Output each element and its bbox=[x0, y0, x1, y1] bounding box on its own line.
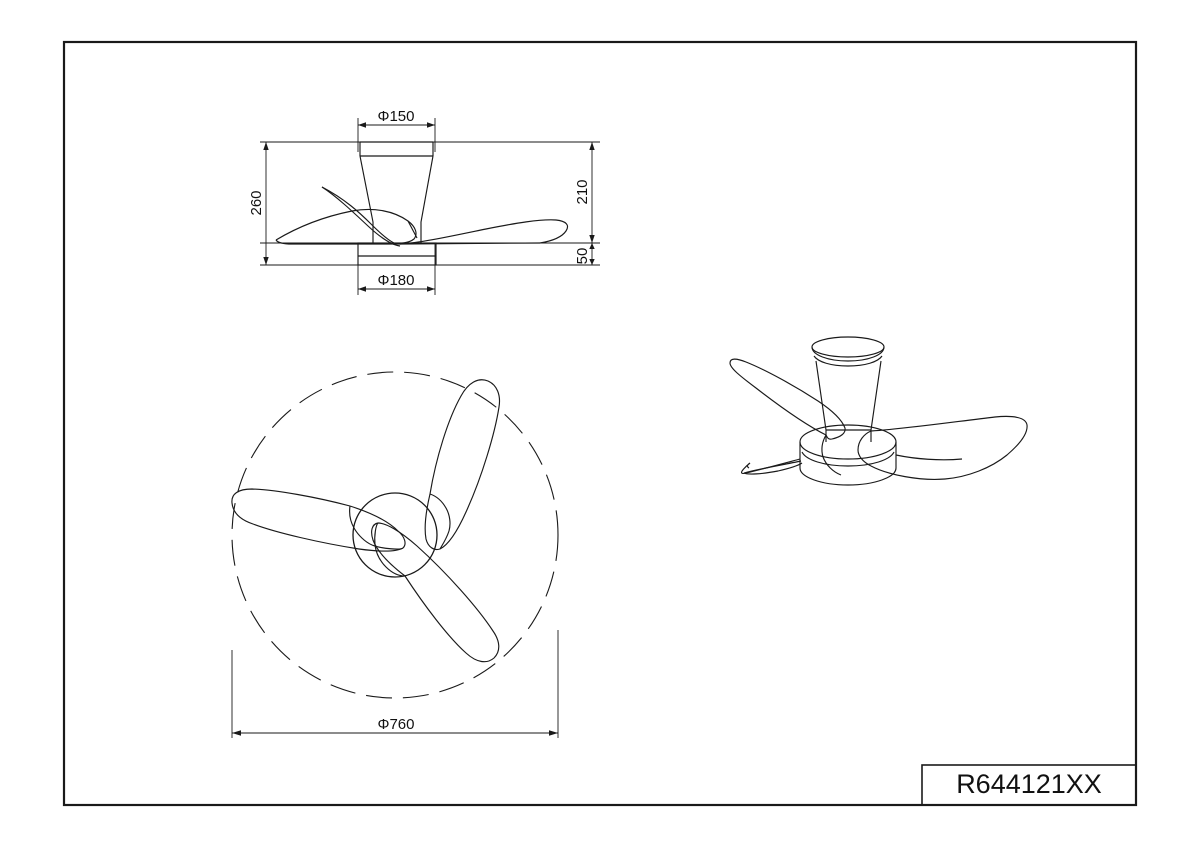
iso-motor-column bbox=[815, 360, 882, 442]
front-elevation-view: Φ150 Φ180 260 210 bbox=[248, 108, 600, 295]
title-block-box bbox=[921, 764, 1137, 806]
dim-overall-height: 260 bbox=[248, 142, 269, 265]
iso-blade-right bbox=[857, 415, 1028, 480]
dim-housing-height: 50 bbox=[574, 243, 595, 265]
title-block-part-number: R644121XX bbox=[956, 769, 1102, 799]
iso-blade-lower-left bbox=[740, 458, 803, 475]
dim-label-canopy-diameter: Φ150 bbox=[378, 108, 415, 125]
dim-canopy-diameter: Φ150 bbox=[358, 108, 435, 128]
dim-housing-diameter: Φ180 bbox=[358, 272, 435, 292]
isometric-view bbox=[729, 336, 1028, 486]
dim-label-overall-height: 260 bbox=[248, 190, 265, 215]
fan-blade-plan-2 bbox=[231, 488, 406, 552]
iso-blade-upper-left bbox=[729, 358, 846, 476]
bottom-plan-view: Φ760 bbox=[231, 371, 559, 738]
dim-blade-sweep-diameter: Φ760 bbox=[231, 630, 559, 738]
dim-label-blade-sweep-diameter: Φ760 bbox=[378, 716, 415, 733]
blade-sweep-circle bbox=[231, 371, 559, 699]
motor-housing-outline bbox=[357, 242, 437, 266]
motor-column-outline bbox=[359, 155, 434, 244]
dim-label-housing-diameter: Φ180 bbox=[378, 272, 415, 289]
dim-label-housing-height: 50 bbox=[574, 248, 591, 265]
fan-blade-plan-3 bbox=[371, 522, 500, 663]
title-block: R644121XX bbox=[921, 764, 1137, 806]
elevation-extension-lines bbox=[260, 118, 600, 295]
canopy-outline bbox=[359, 141, 434, 157]
dim-label-blade-height: 210 bbox=[574, 179, 591, 204]
fan-blade-plan-1 bbox=[424, 379, 501, 551]
blade-profiles-elevation bbox=[275, 186, 569, 247]
iso-canopy bbox=[811, 336, 885, 367]
iso-hub-cylinder bbox=[799, 424, 897, 486]
dim-blade-height: 210 bbox=[574, 142, 595, 243]
sheet-border bbox=[62, 40, 1138, 807]
fan-hub-circle bbox=[352, 492, 438, 578]
